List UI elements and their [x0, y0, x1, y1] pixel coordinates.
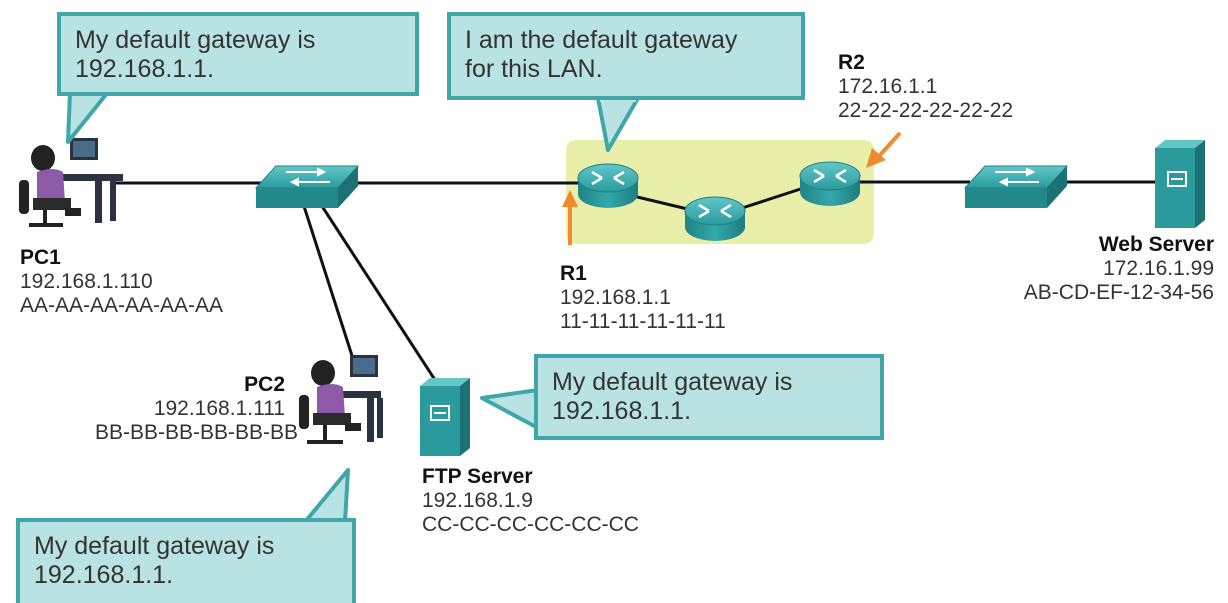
callout-line: My default gateway is: [552, 368, 793, 396]
pc-user-icon: [299, 355, 383, 444]
pc2-label: PC2 192.168.1.111 BB-BB-BB-BB-BB-BB: [95, 373, 299, 445]
device-ip: 192.168.1.1: [560, 286, 671, 309]
switch-icon: [254, 165, 360, 208]
callout-pc1: My default gateway is 192.168.1.1.: [57, 12, 419, 96]
callout-line: My default gateway is: [34, 532, 275, 560]
arrow-icon: [562, 190, 578, 245]
callout-tail: [303, 468, 350, 524]
device-mac: AB-CD-EF-12-34-56: [1023, 281, 1214, 304]
router-icon: [799, 161, 861, 206]
callout-line: 192.168.1.1.: [552, 397, 692, 425]
r1-label: R1 192.168.1.1 11-11-11-11-11-11: [560, 262, 726, 334]
switch-icon: [963, 165, 1069, 208]
device-ip: 172.16.1.1: [838, 75, 938, 98]
device-mac: 11-11-11-11-11-11: [560, 310, 726, 333]
router-icon: [577, 163, 639, 208]
router-icon: [684, 196, 746, 241]
callout-tail: [66, 90, 110, 144]
device-mac: BB-BB-BB-BB-BB-BB: [95, 421, 299, 444]
device-name: PC1: [20, 246, 61, 269]
cable-switch-ftp: [316, 199, 439, 384]
callout-router: I am the default gateway for this LAN.: [447, 12, 805, 100]
device-name: FTP Server: [422, 465, 533, 488]
device-ip: 192.168.1.9: [422, 489, 533, 512]
device-mac: AA-AA-AA-AA-AA-AA: [20, 294, 224, 317]
callout-tail: [480, 388, 540, 430]
server-icon: [420, 378, 470, 456]
callout-line: 192.168.1.1.: [34, 561, 174, 589]
callout-pc2: My default gateway is 192.168.1.1.: [16, 518, 356, 603]
pc-user-icon: [19, 138, 123, 227]
device-ip: 192.168.1.110: [20, 270, 153, 293]
web-server-label: Web Server 172.16.1.99 AB-CD-EF-12-34-56: [960, 233, 1214, 305]
callout-ftp: My default gateway is 192.168.1.1.: [534, 354, 884, 440]
device-mac: CC-CC-CC-CC-CC-CC: [422, 513, 639, 536]
arrow-icon: [866, 131, 902, 168]
device-name: R1: [560, 262, 587, 285]
device-ip: 192.168.1.111: [153, 397, 285, 420]
pc1-label: PC1 192.168.1.110 AA-AA-AA-AA-AA-AA: [20, 246, 223, 318]
callout-line: I am the default gateway: [465, 26, 738, 54]
device-name: Web Server: [1098, 233, 1214, 256]
callout-line: My default gateway is: [75, 26, 316, 54]
callout-line: for this LAN.: [465, 55, 603, 83]
r2-label: R2 172.16.1.1 22-22-22-22-22-22: [838, 51, 1013, 123]
wan-highlight-area: [566, 140, 874, 244]
device-name: R2: [838, 51, 865, 74]
device-ip: 172.16.1.99: [1103, 257, 1214, 280]
cable-switch-pc2: [300, 199, 357, 366]
callout-line: 192.168.1.1.: [75, 55, 215, 83]
device-mac: 22-22-22-22-22-22: [838, 99, 1014, 122]
ftp-server-label: FTP Server 192.168.1.9 CC-CC-CC-CC-CC-CC: [422, 465, 639, 537]
server-icon: [1155, 140, 1205, 228]
device-name: PC2: [244, 373, 285, 396]
